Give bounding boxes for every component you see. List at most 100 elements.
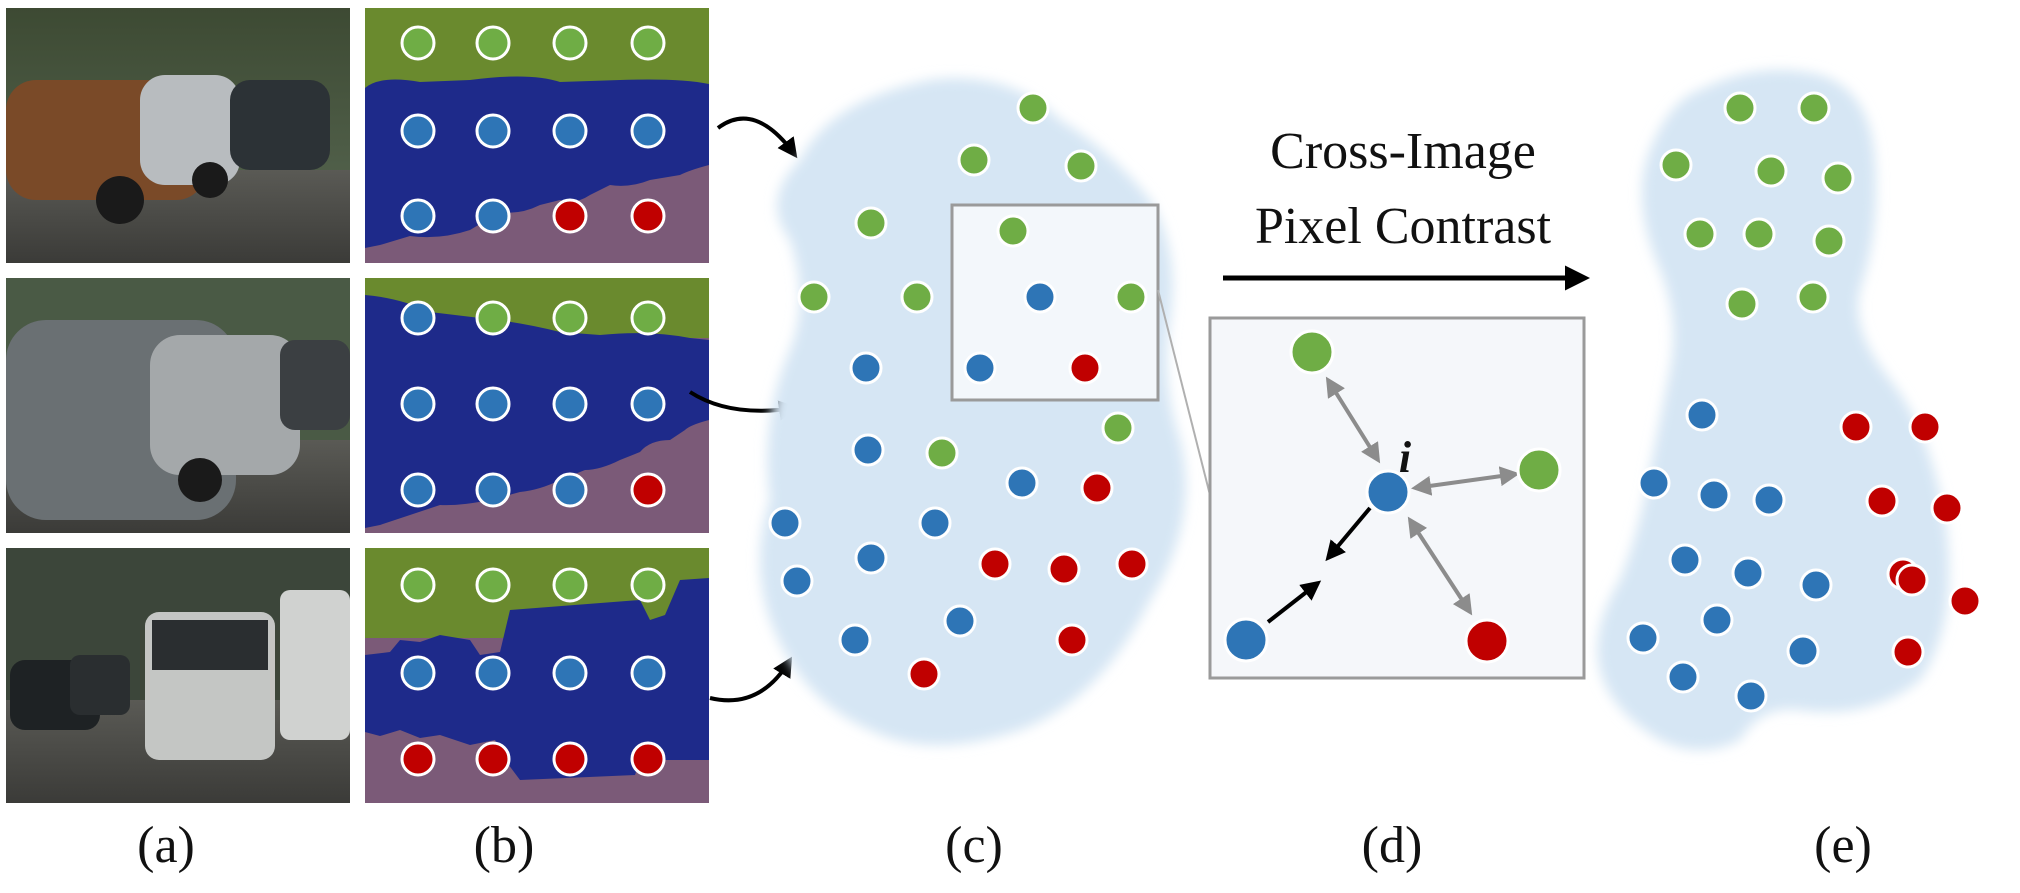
blue-pixel-dot-after — [1637, 466, 1671, 500]
red-pixel-dot — [1080, 471, 1114, 505]
green-pixel-dot — [797, 280, 831, 314]
embedding-dots-before — [768, 91, 1149, 691]
embedding-space-before — [760, 78, 1186, 746]
blue-pixel-dot — [630, 386, 666, 422]
blue-pixel-dot — [963, 351, 997, 385]
blue-pixel-dot — [630, 655, 666, 691]
label-d: (d) — [1362, 817, 1423, 874]
push-arrow — [1411, 466, 1520, 496]
green-pixel-dot — [1016, 91, 1050, 125]
red-pixel-dot — [552, 741, 588, 777]
red-pixel-dot-inset — [1464, 618, 1510, 664]
segmentation-dots — [400, 25, 666, 777]
street-scene-photo-2 — [6, 278, 350, 533]
green-pixel-dot-after — [1725, 287, 1759, 321]
blue-pixel-dot — [400, 198, 436, 234]
embedding-dots-after — [1626, 91, 1982, 713]
green-pixel-dot — [475, 300, 511, 336]
blue-pixel-dot — [552, 386, 588, 422]
street-scene-photo-3 — [6, 548, 350, 803]
anchor-label: i — [1399, 433, 1412, 482]
red-pixel-dot — [1115, 547, 1149, 581]
push-arrow — [1325, 376, 1381, 464]
red-pixel-dot-after — [1839, 410, 1873, 444]
blue-pixel-dot-after — [1685, 398, 1719, 432]
blue-pixel-dot — [475, 113, 511, 149]
red-pixel-dot — [978, 547, 1012, 581]
blue-pixel-dot-inset — [1223, 617, 1269, 663]
green-pixel-dot-inset — [1289, 329, 1335, 375]
pull-arrow — [1325, 506, 1372, 562]
blue-pixel-dot — [1005, 466, 1039, 500]
green-pixel-dot — [996, 214, 1030, 248]
blue-pixel-dot — [475, 472, 511, 508]
blue-pixel-dot — [400, 113, 436, 149]
curved-arrow-icon — [716, 116, 798, 159]
red-pixel-dot — [475, 741, 511, 777]
pull-arrow — [1266, 580, 1322, 624]
green-pixel-dot — [1101, 411, 1135, 445]
green-pixel-dot — [400, 25, 436, 61]
street-scene-photo-1 — [6, 8, 350, 263]
label-a: (a) — [137, 817, 195, 874]
blue-pixel-dot — [400, 300, 436, 336]
green-pixel-dot — [1064, 149, 1098, 183]
blue-pixel-dot — [768, 506, 802, 540]
green-pixel-dot — [630, 25, 666, 61]
green-pixel-dot-after — [1754, 154, 1788, 188]
green-pixel-dot — [854, 206, 888, 240]
green-pixel-dot-after — [1821, 161, 1855, 195]
red-pixel-dot — [630, 472, 666, 508]
label-b: (b) — [474, 817, 535, 874]
green-pixel-dot — [475, 25, 511, 61]
inset-dots — [1223, 329, 1562, 664]
blue-pixel-dot — [851, 433, 885, 467]
blue-pixel-dot-after — [1666, 660, 1700, 694]
green-pixel-dot-after — [1683, 217, 1717, 251]
blue-pixel-dot — [838, 623, 872, 657]
blue-pixel-dot — [400, 472, 436, 508]
red-pixel-dot — [907, 657, 941, 691]
green-pixel-dot — [957, 143, 991, 177]
red-pixel-dot — [1068, 351, 1102, 385]
push-arrow — [1407, 516, 1473, 616]
green-pixel-dot-inset — [1516, 447, 1562, 493]
red-pixel-dot — [552, 198, 588, 234]
red-pixel-dot-after — [1865, 484, 1899, 518]
blue-pixel-dot — [780, 564, 814, 598]
green-pixel-dot-after — [1796, 280, 1830, 314]
green-pixel-dot-after — [1723, 91, 1757, 125]
green-pixel-dot — [552, 25, 588, 61]
blue-pixel-dot — [943, 604, 977, 638]
green-pixel-dot — [475, 567, 511, 603]
blue-pixel-dot-after — [1734, 679, 1768, 713]
blue-pixel-dot-after — [1752, 483, 1786, 517]
red-pixel-dot — [1047, 552, 1081, 586]
title-line-1: Cross-Image — [1270, 123, 1536, 180]
zoom-connector — [1157, 289, 1211, 496]
blue-pixel-dot-after — [1786, 634, 1820, 668]
blue-pixel-dot — [849, 351, 883, 385]
blue-pixel-dot — [400, 655, 436, 691]
green-pixel-dot — [400, 567, 436, 603]
red-pixel-dot — [1055, 623, 1089, 657]
contrast-inset: i — [1208, 316, 1586, 680]
green-pixel-dot — [552, 300, 588, 336]
blue-pixel-dot-after — [1731, 556, 1765, 590]
blue-pixel-dot — [1023, 280, 1057, 314]
red-pixel-dot-after — [1895, 563, 1929, 597]
blue-pixel-dot — [552, 113, 588, 149]
blue-pixel-dot — [854, 541, 888, 575]
blue-pixel-dot-after — [1799, 568, 1833, 602]
red-pixel-dot-after — [1930, 491, 1964, 525]
green-pixel-dot — [630, 300, 666, 336]
blue-pixel-dot — [475, 655, 511, 691]
embedding-blob — [760, 78, 1186, 746]
red-pixel-dot-after — [1948, 584, 1982, 618]
blue-pixel-dot — [918, 506, 952, 540]
red-pixel-dot — [630, 741, 666, 777]
title-line-2: Pixel Contrast — [1255, 198, 1552, 255]
blue-pixel-dot-after — [1697, 478, 1731, 512]
blue-pixel-dot — [475, 386, 511, 422]
